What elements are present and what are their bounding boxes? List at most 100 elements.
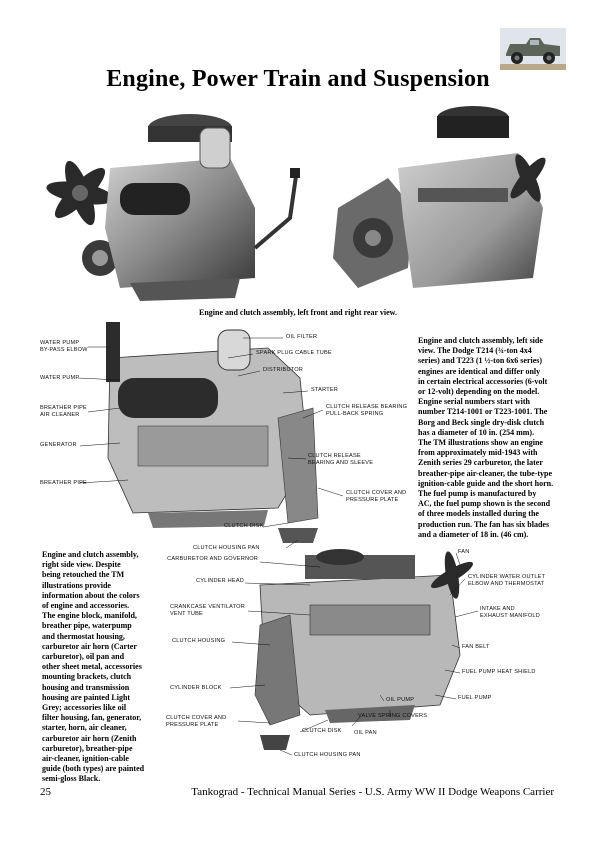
diagram-engine-left-side: WATER PUMP BY-PASS ELBOW WATER PUMP BREA… bbox=[38, 318, 414, 558]
label-crankcase-ventilator-vent-tube: CRANKCASE VENTILATOR VENT TUBE bbox=[170, 604, 245, 618]
caption-line: housing and transmission bbox=[42, 682, 130, 692]
label-line: INTAKE AND bbox=[480, 606, 515, 612]
label-clutch-disk-right: CLUTCH DISK bbox=[302, 728, 342, 734]
caption-line: mounting brackets, clutch bbox=[42, 672, 132, 682]
caption-line: being retouched the TM bbox=[42, 570, 125, 580]
label-clutch-housing-pan-right: CLUTCH HOUSING PAN bbox=[294, 752, 361, 758]
label-line: PULL-BACK SPRING bbox=[326, 411, 384, 417]
caption-line: information about the colors bbox=[42, 590, 140, 600]
label-clutch-disk-left: CLUTCH DISK bbox=[224, 523, 264, 529]
label-line: BY-PASS ELBOW bbox=[40, 347, 88, 353]
caption-line: AC, the fuel pump shown is the second bbox=[418, 499, 551, 509]
label-line: CLUTCH COVER AND bbox=[346, 490, 407, 496]
engine-photo-left-front bbox=[40, 98, 302, 303]
label-line: BREATHER PIPE bbox=[40, 405, 87, 411]
label-clutch-housing: CLUTCH HOUSING bbox=[172, 638, 226, 644]
label-fan-belt: FAN BELT bbox=[462, 644, 490, 650]
label-intake-exhaust-manifold: INTAKE AND EXHAUST MANIFOLD bbox=[480, 606, 540, 620]
label-line: CRANKCASE VENTILATOR bbox=[170, 604, 245, 610]
label-generator: GENERATOR bbox=[40, 442, 77, 448]
caption-line: carburetor air horn (Zenith bbox=[42, 733, 137, 743]
caption-line: number T214-1001 or T223-1001. The bbox=[418, 407, 548, 417]
caption-left-side-view: Engine and clutch assembly, left side vi… bbox=[418, 336, 568, 540]
caption-line: in certain electrical accessories (6-vol… bbox=[418, 376, 548, 386]
caption-line: carburetor air horn (Carter bbox=[42, 641, 137, 651]
label-carburetor-and-governor: CARBURETOR AND GOVERNOR bbox=[167, 556, 258, 562]
label-clutch-housing-pan-left: CLUTCH HOUSING PAN bbox=[193, 545, 260, 551]
caption-line: starter, horn, air cleaner, bbox=[42, 723, 127, 733]
caption-right-side-view: Engine and clutch assembly, right side v… bbox=[42, 550, 158, 785]
caption-line: guide (both types) are painted bbox=[42, 764, 145, 774]
label-line: WATER PUMP bbox=[40, 340, 80, 346]
label-clutch-release-bearing-spring: CLUTCH RELEASE BEARING PULL-BACK SPRING bbox=[326, 404, 407, 418]
label-water-pump: WATER PUMP bbox=[40, 375, 80, 381]
caption-line: and thermostat housing, bbox=[42, 631, 125, 641]
label-line: AIR CLEANER bbox=[40, 412, 80, 418]
caption-line: illustrations provide bbox=[42, 580, 111, 590]
caption-line: from approximately mid-1943 with bbox=[418, 448, 538, 458]
label-oil-pump: OIL PUMP bbox=[386, 697, 415, 703]
label-cylinder-head: CYLINDER HEAD bbox=[196, 578, 244, 584]
engine-right-side-drawing bbox=[254, 549, 473, 750]
footer-series-text: Tankograd - Technical Manual Series - U.… bbox=[191, 786, 554, 798]
caption-line: air-cleaner, ignition-cable bbox=[42, 754, 129, 764]
caption-line: breather pipe, waterpump bbox=[42, 621, 132, 631]
label-fuel-pump-heat-shield: FUEL PUMP HEAT SHIELD bbox=[462, 669, 536, 675]
caption-line: housing are painted Light bbox=[42, 692, 131, 702]
label-line: CYLINDER WATER OUTLET bbox=[468, 574, 546, 580]
label-clutch-release-bearing-sleeve: CLUTCH RELEASE BEARING AND SLEEVE bbox=[308, 453, 373, 467]
label-clutch-cover-pressure-plate-left: CLUTCH COVER AND PRESSURE PLATE bbox=[346, 490, 406, 504]
caption-line: Engine and clutch assembly, bbox=[42, 550, 139, 559]
caption-line: Grey; accessories like oil bbox=[42, 703, 127, 713]
engine-left-side-drawing bbox=[106, 322, 319, 543]
label-spark-plug-cable-tube: SPARK PLUG CABLE TUBE bbox=[256, 350, 332, 356]
caption-line: of engine and accessories. bbox=[42, 601, 130, 611]
label-cylinder-water-outlet: CYLINDER WATER OUTLET ELBOW AND THERMOST… bbox=[468, 574, 545, 588]
caption-line: carburetor), oil pan and bbox=[42, 652, 125, 662]
label-line: VENT TUBE bbox=[170, 611, 203, 617]
label-oil-pan: OIL PAN bbox=[354, 730, 377, 736]
caption-line: semi-gloss Black. bbox=[42, 774, 101, 784]
caption-line: has a diameter of 10 in. (254 mm). bbox=[418, 427, 535, 437]
label-water-pump-bypass-elbow: WATER PUMP BY-PASS ELBOW bbox=[40, 340, 88, 354]
label-line: CLUTCH COVER AND bbox=[166, 715, 227, 721]
diagram-engine-right-side: CARBURETOR AND GOVERNOR CYLINDER HEAD CR… bbox=[160, 545, 560, 775]
label-line: PRESSURE PLATE bbox=[346, 497, 399, 503]
caption-line: other sheet metal, accessories bbox=[42, 662, 142, 672]
label-oil-filter: OIL FILTER bbox=[286, 334, 318, 340]
caption-line: The engine block, manifold, bbox=[42, 611, 137, 621]
label-line: CLUTCH RELEASE BEARING bbox=[326, 404, 408, 410]
label-distributor: DISTRIBUTOR bbox=[263, 367, 304, 373]
caption-line: or 12-volt) depending on the model. bbox=[418, 387, 540, 397]
engine-photo-right-rear bbox=[318, 98, 554, 303]
label-line: BEARING AND SLEEVE bbox=[308, 460, 374, 466]
caption-line: Borg and Beck single dry-disk clutch bbox=[418, 417, 545, 427]
caption-line: view. The Dodge T214 (¾-ton 4x4 bbox=[418, 346, 532, 356]
caption-line: production run. The fan has six blades bbox=[418, 519, 550, 529]
caption-line: filter housing, fan, generator, bbox=[42, 713, 142, 723]
label-cylinder-block: CYLINDER BLOCK bbox=[170, 685, 222, 691]
caption-line: Engine serial numbers start with bbox=[418, 397, 530, 407]
page-title: Engine, Power Train and Suspension bbox=[106, 66, 490, 92]
caption-line: The TM illustrations show an engine bbox=[418, 438, 543, 448]
label-valve-spring-covers: VALVE SPRING COVERS bbox=[358, 713, 428, 719]
caption-line: series) and T223 (1 ½-ton 6x6 series) bbox=[418, 356, 543, 366]
caption-line: engines are identical and differ only bbox=[418, 366, 541, 376]
top-photos-caption: Engine and clutch assembly, left front a… bbox=[198, 308, 397, 317]
caption-line: The fuel pump is manufactured by bbox=[418, 489, 537, 499]
label-line: ELBOW AND THERMOSTAT bbox=[468, 581, 545, 587]
label-line: EXHAUST MANIFOLD bbox=[480, 613, 540, 619]
caption-line: breather-pipe air-cleaner, the tube-type bbox=[418, 468, 553, 478]
label-starter: STARTER bbox=[311, 387, 338, 393]
caption-line: of three models installed during the bbox=[418, 509, 539, 519]
label-fuel-pump: FUEL PUMP bbox=[458, 695, 492, 701]
caption-line: carburetor), breather-pipe bbox=[42, 743, 133, 753]
caption-line: right side view. Despite bbox=[42, 560, 121, 570]
caption-line: Engine and clutch assembly, left side bbox=[418, 336, 543, 345]
page-number: 25 bbox=[40, 786, 51, 798]
label-breather-pipe: BREATHER PIPE bbox=[40, 480, 87, 486]
label-line: PRESSURE PLATE bbox=[166, 722, 219, 728]
label-breather-pipe-air-cleaner: BREATHER PIPE AIR CLEANER bbox=[40, 405, 87, 419]
caption-line: ignition-cable guide and the short horn. bbox=[418, 478, 554, 488]
caption-line: Zenith series 29 carburetor, the later bbox=[418, 458, 543, 468]
